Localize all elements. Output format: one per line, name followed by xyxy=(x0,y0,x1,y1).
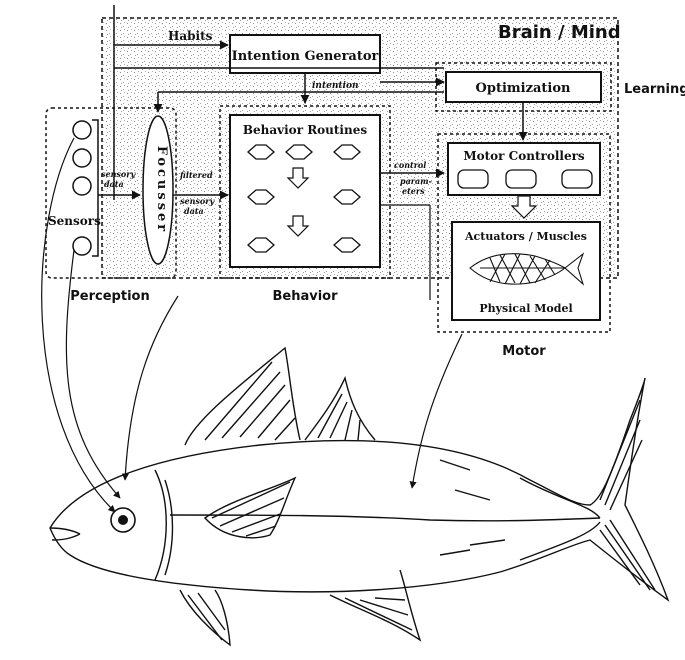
behavior-routines-label: Behavior Routines xyxy=(243,123,367,137)
fish-gill xyxy=(155,470,166,580)
controller-unit xyxy=(458,170,488,188)
fish-body-outline xyxy=(50,378,668,600)
sensor-circles xyxy=(73,121,91,255)
motor-label: Motor xyxy=(502,344,546,359)
fish-illustration xyxy=(50,348,668,645)
pectoral-fin xyxy=(205,478,295,538)
filtered-label-2: sensory xyxy=(180,196,215,206)
filtered-label-3: data xyxy=(184,206,204,216)
fish-eye-pupil xyxy=(118,515,128,525)
behavior-label: Behavior xyxy=(272,289,338,304)
focusser-label: Focusser xyxy=(154,146,169,234)
sensor-to-head-arrow xyxy=(66,250,120,498)
actuators-label: Actuators / Muscles xyxy=(464,230,587,243)
intention-generator-label: Intention Generator xyxy=(232,49,379,64)
habits-label: Habits xyxy=(168,29,213,43)
control-label-3: eters xyxy=(402,186,425,196)
sensor-circle xyxy=(73,121,91,139)
sensory-data-label-2: data xyxy=(104,179,124,189)
sensor-circle xyxy=(73,177,91,195)
dorsal-fin-rear xyxy=(305,378,375,440)
physical-model-label: Physical Model xyxy=(479,302,572,315)
perception-label: Perception xyxy=(70,289,149,304)
sensor-circle xyxy=(73,237,91,255)
sensors-label: Sensors xyxy=(48,214,101,228)
control-label-1: control xyxy=(394,160,426,170)
sensor-circle xyxy=(73,149,91,167)
intention-label: intention xyxy=(312,81,359,91)
control-label-2: param- xyxy=(400,176,432,186)
perception-to-fish-arrow xyxy=(125,296,178,480)
controller-unit xyxy=(562,170,592,188)
brain-mind-label: Brain / Mind xyxy=(498,22,621,43)
motor-controllers-label: Motor Controllers xyxy=(463,149,585,163)
learning-label: Learning xyxy=(624,82,685,97)
optimization-label: Optimization xyxy=(476,81,571,96)
controller-unit xyxy=(506,170,536,188)
sensor-bracket xyxy=(92,120,98,256)
filtered-label-1: filtered xyxy=(179,170,213,180)
sensory-data-label-1: sensory xyxy=(101,169,136,179)
